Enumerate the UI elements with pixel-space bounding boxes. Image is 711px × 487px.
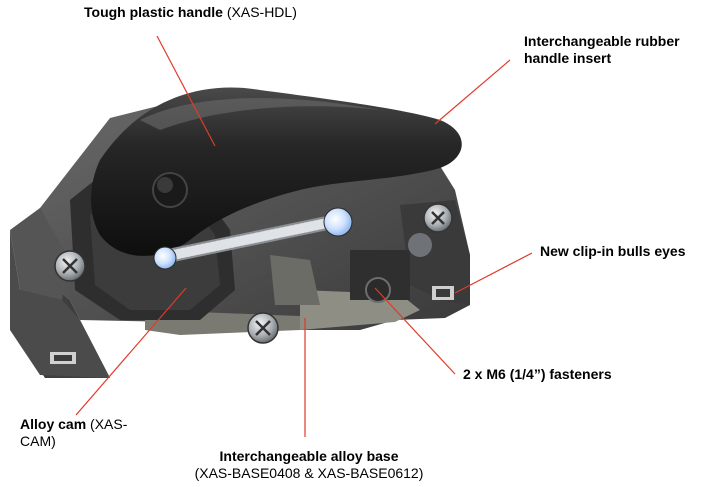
label-handle-bold: Tough plastic handle [84,4,223,20]
label-insert: Interchangeable rubber handle insert [524,33,704,67]
label-handle-part: (XAS-HDL) [223,4,297,20]
label-insert-line2: handle insert [524,50,704,67]
label-bulls-eyes: New clip-in bulls eyes [540,243,686,260]
label-handle: Tough plastic handle (XAS-HDL) [84,4,297,21]
label-cam: Alloy cam (XAS-CAM) [20,416,150,450]
label-base-line1: Interchangeable alloy base [169,448,449,465]
label-fasteners: 2 x M6 (1/4”) fasteners [463,366,612,383]
leader-insert [435,60,510,124]
label-base: Interchangeable alloy base (XAS-BASE0408… [169,448,449,482]
label-cam-bold: Alloy cam [20,416,86,432]
label-insert-line1: Interchangeable rubber [524,33,704,50]
label-base-line2: (XAS-BASE0408 & XAS-BASE0612) [169,465,449,482]
